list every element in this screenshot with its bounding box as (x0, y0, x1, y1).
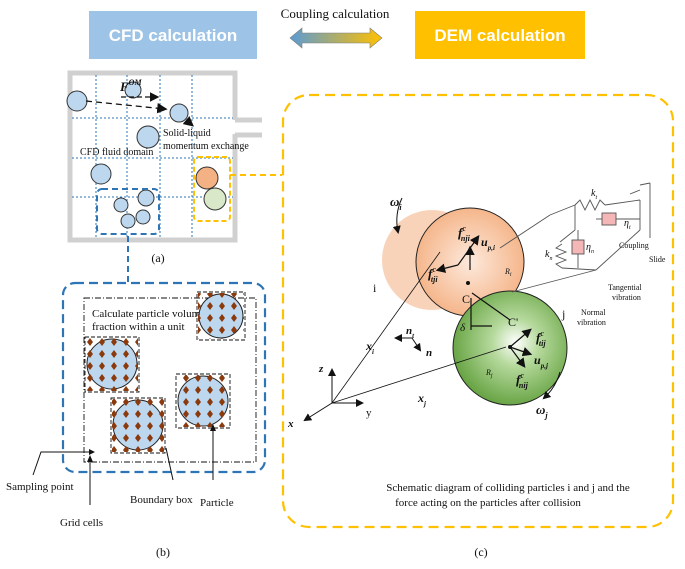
panel-a-caption: (a) (151, 251, 164, 265)
coupling-label: Coupling calculation (281, 6, 390, 21)
dem-banner-label: DEM calculation (434, 26, 565, 45)
volume-fraction-line2: fraction within a unit (92, 321, 185, 333)
omega-j-label: ωj (536, 402, 548, 420)
description-line-2: force acting on the particles after coll… (395, 497, 581, 509)
center-c (466, 281, 470, 285)
r-i-label: Ri (504, 267, 512, 278)
exchange-label-2: momentum exchange (163, 141, 249, 152)
n-label: n (426, 347, 432, 359)
coupling-spring-label: Coupling (619, 241, 649, 250)
force-vectors (435, 235, 533, 368)
sampling-point-label: Sampling point (6, 481, 74, 493)
axis-z-label: z (318, 363, 324, 375)
x-j-label: xj (417, 391, 426, 408)
axis-x-label: x (287, 418, 294, 430)
trajectory-path-2 (182, 116, 194, 127)
k-t-label: kt (591, 188, 597, 201)
particle-i-label: i (373, 281, 377, 295)
particle-j-label: j (561, 307, 565, 321)
x-i-label: xi (365, 339, 374, 356)
sampling-points-4 (177, 375, 229, 427)
colliding-particle-i-small (195, 166, 219, 190)
axis-y-label: y (366, 407, 372, 419)
leader-arrow-sampling (89, 449, 95, 455)
eta-n-label: ηn (586, 242, 594, 255)
sampling-points-3 (112, 399, 164, 452)
leader-arrow-particle (210, 424, 216, 431)
boundary-box-3 (110, 397, 166, 454)
panel-b: Calculate particle volume fraction withi… (6, 281, 267, 559)
center-c-prime (508, 345, 512, 349)
c-prime-label: C' (508, 315, 518, 329)
omega-i-label: ωi (390, 194, 402, 212)
domain-wall (67, 70, 238, 243)
description-line-1: Schematic diagram of colliding particles… (386, 482, 630, 494)
force-label: FOM (119, 78, 142, 94)
cfd-banner-label: CFD calculation (109, 26, 237, 45)
panel-c-border (281, 93, 675, 529)
panel-c-caption: (c) (474, 545, 487, 559)
panel-a: FOM Solid-liquid momentum exchange CFD f… (66, 70, 262, 265)
normal-label-2: vibration (577, 318, 606, 327)
omega-i-arc (392, 197, 403, 234)
leader-arrow-grid (87, 455, 93, 462)
trajectory-path (85, 100, 168, 114)
k-n-label: kn (545, 249, 552, 262)
grid-cells-outline (83, 297, 257, 463)
boundary-box-1 (196, 291, 246, 341)
exchange-label-1: Solid-liquid (163, 128, 211, 139)
n-t-label: nt (406, 325, 415, 340)
eta-t-label: ηt (624, 218, 631, 231)
grid-cells-label: Grid cells (60, 517, 103, 529)
domain-opening (228, 120, 242, 134)
panel-b-border (61, 281, 267, 474)
omega-j-arc (542, 371, 561, 400)
r-j-label: Rj (485, 368, 493, 379)
delta-label: δ (460, 322, 466, 334)
boundary-box-label: Boundary box (130, 494, 193, 506)
dem-banner (415, 11, 585, 59)
tangential-label-1: Tangential (608, 283, 642, 292)
fluid-particles (66, 81, 189, 229)
sampling-points-1 (198, 293, 244, 339)
colliding-particle-j-small (203, 187, 227, 211)
volume-fraction-line1: Calculate particle volume (92, 308, 205, 320)
slide-label: Slide (649, 255, 666, 264)
panel-b-caption: (b) (156, 545, 170, 559)
cfd-banner (89, 11, 257, 59)
panel-b-leaders (32, 427, 214, 505)
coordinate-system (303, 251, 507, 422)
sampling-points-2 (86, 338, 138, 391)
domain-label: CFD fluid domain (80, 147, 153, 158)
particle-label: Particle (200, 497, 234, 509)
header: CFD calculation DEM calculation Coupling… (89, 6, 585, 59)
tangential-label-2: vibration (612, 293, 641, 302)
spring-damper-schematic (499, 182, 651, 293)
u-pj-label: up,j (534, 353, 548, 370)
u-pi-label: up,i (481, 235, 495, 252)
c-label: C (462, 292, 470, 306)
boundary-box-2 (84, 336, 140, 393)
normal-label-1: Normal (581, 308, 606, 317)
coupling-double-arrow (289, 27, 383, 49)
unit-highlight-box (96, 188, 160, 235)
boundary-box-4 (175, 373, 231, 429)
